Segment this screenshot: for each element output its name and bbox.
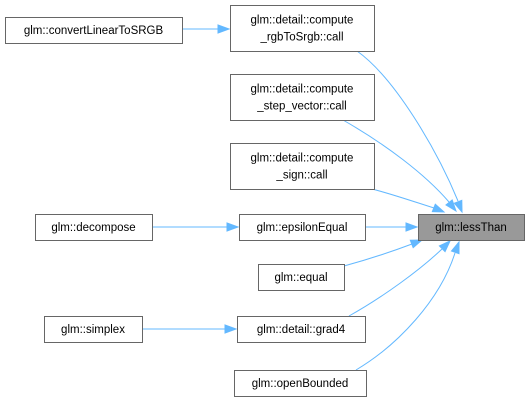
node-simplex[interactable]: glm::simplex <box>44 316 143 343</box>
edge-grad4-to-lessThan <box>348 239 452 317</box>
node-label: _rgbToSrgb::call <box>259 32 343 44</box>
arrowhead <box>226 222 240 232</box>
node-label: glm::epsilonEqual <box>257 222 348 234</box>
node-box <box>239 214 366 241</box>
node-box <box>237 316 366 343</box>
arrowhead <box>217 24 231 34</box>
node-label: glm::detail::compute <box>251 15 354 27</box>
node-label: glm::detail::compute <box>251 153 354 165</box>
node-label: glm::convertLinearToSRGB <box>24 25 164 37</box>
node-box <box>230 74 375 121</box>
edge-line <box>356 50 459 202</box>
node-compute_step_vector[interactable]: glm::detail::compute_step_vector::call <box>230 74 375 121</box>
node-convertLinearToSRGB[interactable]: glm::convertLinearToSRGB <box>5 17 183 44</box>
node-box <box>5 17 183 44</box>
edges-layer <box>142 24 463 371</box>
edge-line <box>343 243 413 267</box>
node-lessThan[interactable]: glm::lessThan <box>418 214 525 241</box>
node-box <box>418 214 525 241</box>
node-box <box>234 370 367 397</box>
arrowhead <box>405 222 419 232</box>
edge-compute_rgbToSrgb-to-lessThan <box>356 50 463 214</box>
edge-convertLinearToSRGB-to-compute_rgbToSrgb <box>182 24 231 34</box>
edge-line <box>348 248 443 317</box>
edge-line <box>342 119 450 203</box>
nodes-layer: glm::lessThanglm::convertLinearToSRGBglm… <box>5 5 525 397</box>
node-label: glm::detail::grad4 <box>257 324 346 336</box>
node-box <box>44 316 143 343</box>
arrowhead <box>445 199 457 213</box>
node-box <box>35 214 153 241</box>
node-label: glm::decompose <box>51 222 135 234</box>
node-epsilonEqual[interactable]: glm::epsilonEqual <box>239 214 366 241</box>
node-compute_rgbToSrgb[interactable]: glm::detail::compute_rgbToSrgb::call <box>230 5 375 52</box>
node-label: _step_vector::call <box>256 101 347 113</box>
node-grad4[interactable]: glm::detail::grad4 <box>237 316 366 343</box>
arrowhead <box>409 239 424 249</box>
node-label: glm::lessThan <box>435 222 507 234</box>
node-openBounded[interactable]: glm::openBounded <box>234 370 367 397</box>
node-equal[interactable]: glm::equal <box>258 264 345 291</box>
node-label: glm::detail::compute <box>251 84 354 96</box>
arrowhead <box>450 240 460 255</box>
node-compute_sign[interactable]: glm::detail::compute_sign::call <box>230 143 375 190</box>
node-box <box>230 143 375 190</box>
arrowhead <box>224 324 238 334</box>
edge-compute_step_vector-to-lessThan <box>342 119 457 213</box>
arrowhead <box>453 199 463 214</box>
node-label: _sign::call <box>275 170 327 182</box>
node-label: glm::equal <box>274 272 327 284</box>
edge-compute_sign-to-lessThan <box>371 188 446 213</box>
edge-simplex-to-grad4 <box>142 324 238 334</box>
node-label: glm::openBounded <box>252 378 349 390</box>
node-box <box>230 5 375 52</box>
edge-openBounded-to-lessThan <box>355 240 460 371</box>
arrowhead <box>438 239 452 253</box>
edge-decompose-to-epsilonEqual <box>152 222 240 232</box>
arrowhead <box>431 203 446 213</box>
node-box <box>258 264 345 291</box>
node-decompose[interactable]: glm::decompose <box>35 214 153 241</box>
edge-line <box>371 188 435 209</box>
edge-line <box>355 252 456 371</box>
node-label: glm::simplex <box>61 324 125 336</box>
edge-equal-to-lessThan <box>343 239 424 267</box>
edge-epsilonEqual-to-lessThan <box>365 222 419 232</box>
